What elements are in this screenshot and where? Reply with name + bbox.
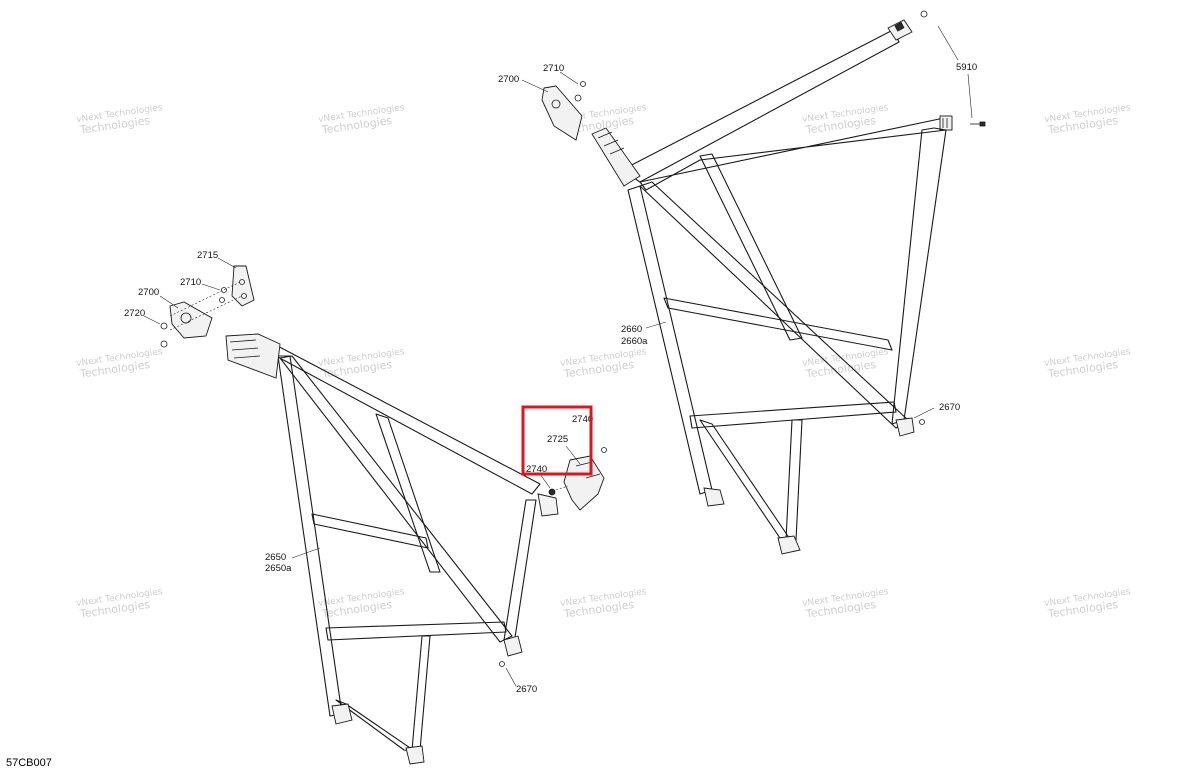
label-2660a: 2660a [621,336,648,347]
right-net-assembly [541,10,986,555]
right-top-strap [639,117,947,191]
left-fastener-2725 [548,447,607,511]
right-lower-strap [699,419,797,549]
label-2740-bottom: 2740 [526,464,547,475]
right-side-anchor [939,115,986,131]
left-low-strap [325,621,507,641]
part-number-labels: 2700 2710 5910 2660 2660a 2670 2715 2710… [124,62,977,695]
left-bracket-2700 [160,301,213,348]
right-bracket-2700 [541,81,586,141]
right-low-strap [689,401,897,429]
label-5910: 5910 [956,62,977,73]
left-bottom-vertical-strap [411,635,431,751]
left-lower-anchors [331,493,559,765]
left-top-strap [269,341,541,495]
left-plate-2715 [169,265,255,331]
right-vertical-strap [891,127,947,425]
right-top-anchor [887,10,928,41]
left-mid-strap [311,513,429,549]
left-buckle [225,333,281,379]
right-lower-vertical-strap [785,419,803,541]
left-vertical-strap [277,355,343,717]
right-upper-strap [621,29,900,183]
label-2740-top: 2740 [572,414,593,425]
label-2710-left: 2710 [180,277,201,288]
label-2650a: 2650a [265,563,292,574]
right-buckle [591,127,641,187]
label-2715: 2715 [197,250,218,261]
drawing-code: 57CB007 [6,757,52,769]
label-2725: 2725 [547,434,568,445]
right-lower-anchors [703,417,925,555]
left-right-vertical-strap [503,499,537,645]
right-mid-strap [663,297,893,351]
label-2720: 2720 [124,308,145,319]
label-2700-right: 2700 [498,74,519,85]
left-inner-diagonal [279,355,513,643]
label-2670-right: 2670 [939,402,960,413]
highlight-box [521,405,593,476]
label-2670-left: 2670 [516,684,537,695]
leader-lines [143,25,973,687]
right-inner-diagonal [699,153,803,341]
left-cross-diagonal [375,413,441,573]
label-2650: 2650 [265,552,286,563]
label-2710-right: 2710 [543,63,564,74]
right-cross-diagonal [639,181,909,429]
label-2700-left: 2700 [138,287,159,298]
label-2660: 2660 [621,324,642,335]
left-net-assembly [160,265,607,765]
